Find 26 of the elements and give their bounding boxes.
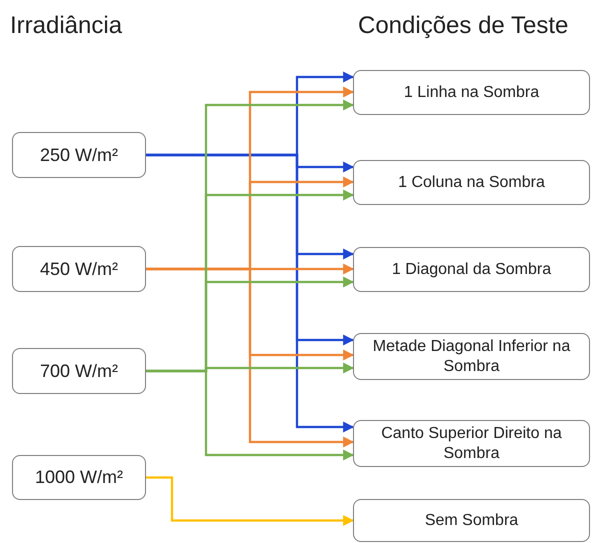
rounded-box <box>353 333 590 380</box>
box-text: 250 W/m² <box>40 144 118 166</box>
box-text: Canto Superior Direito na Sombra <box>380 424 563 464</box>
box-text: 1 Coluna na Sombra <box>398 172 545 192</box>
heading: Irradiância <box>10 12 122 40</box>
rounded-box <box>12 246 146 292</box>
box-text: 700 W/m² <box>40 360 118 382</box>
box-text: 1000 W/m² <box>34 466 124 489</box>
heading: Condições de Teste <box>358 12 568 40</box>
arrow <box>146 476 354 526</box>
box-text: 1 Diagonal da Sombra <box>392 260 552 280</box>
arrow <box>146 370 354 460</box>
box-text: 1 Linha na Sombra <box>404 82 540 102</box>
arrow <box>146 268 354 448</box>
rounded-box <box>353 160 590 205</box>
box-text: Metade Diagonal Inferior na Sombra <box>372 336 572 376</box>
arrow <box>146 154 354 432</box>
rounded-box <box>12 348 146 394</box>
rounded-box <box>12 455 146 500</box>
rounded-box <box>353 70 590 115</box>
rounded-box <box>353 247 590 292</box>
box-text: 450 W/m² <box>40 258 118 280</box>
box-text: Sem Sombra <box>424 510 518 530</box>
rounded-box <box>353 499 590 542</box>
rounded-box <box>353 420 590 467</box>
rounded-box <box>12 132 146 178</box>
